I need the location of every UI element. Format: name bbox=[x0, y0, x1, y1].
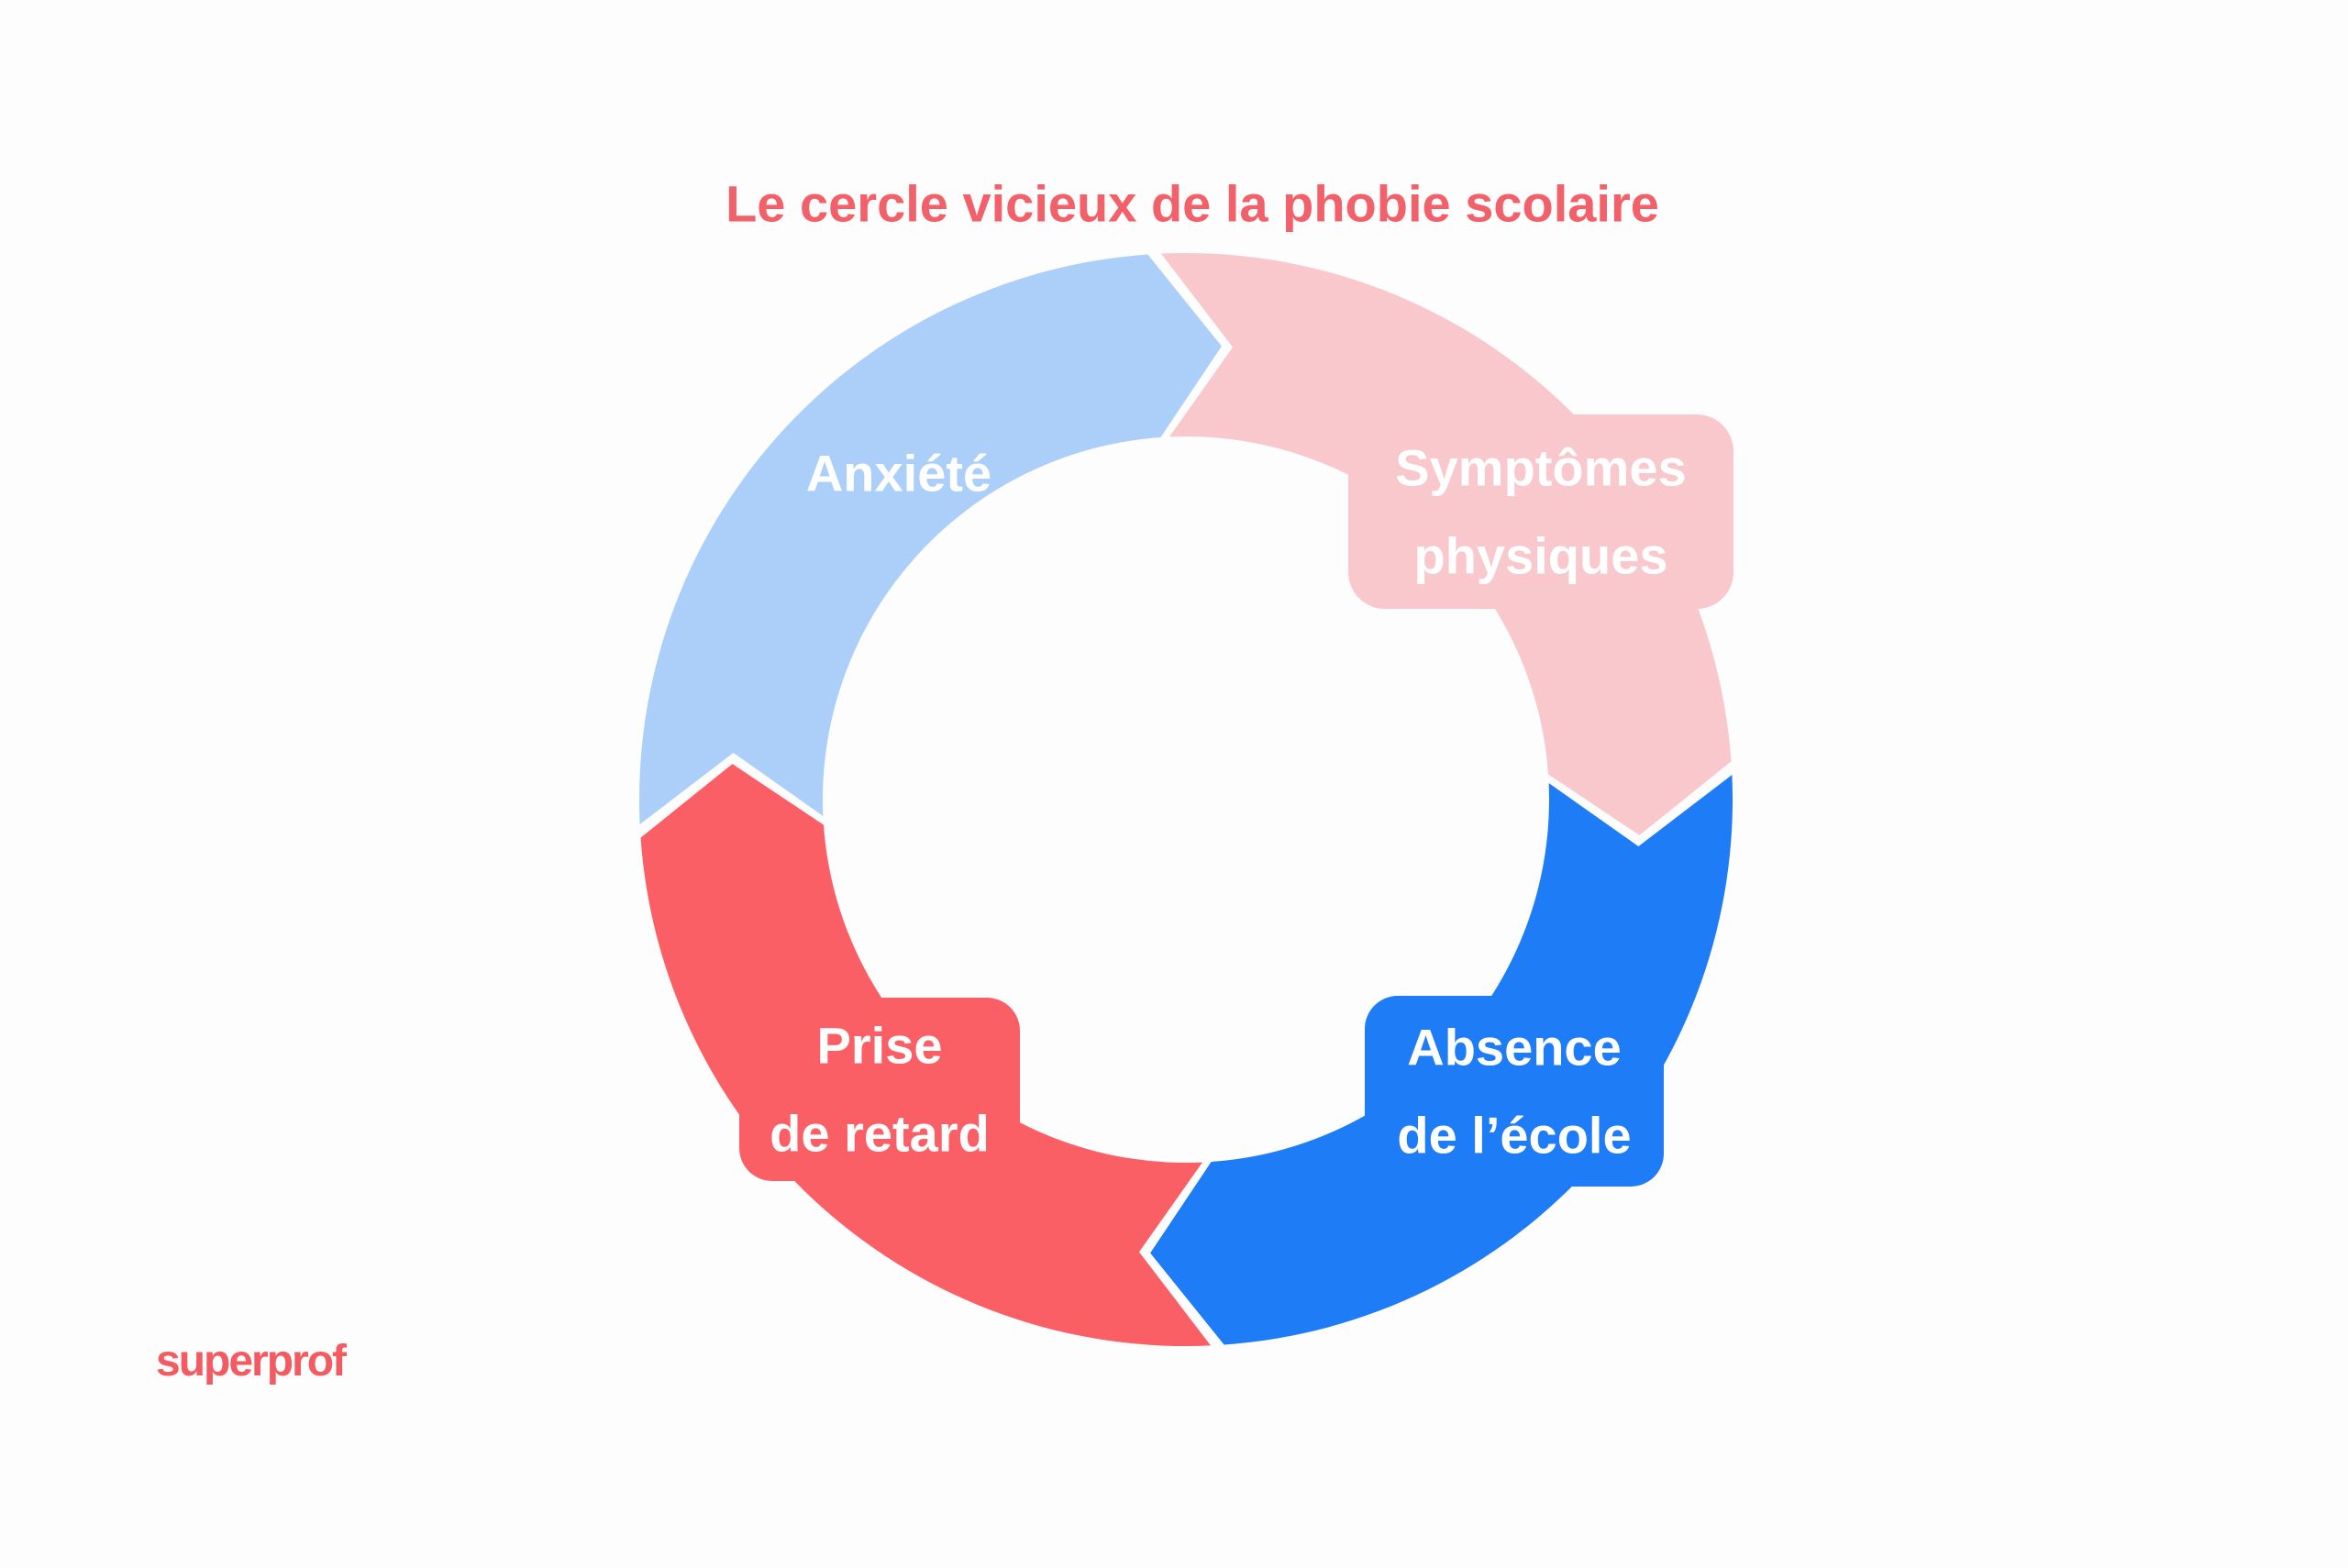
segment-anxiete-arc bbox=[638, 254, 1222, 824]
prise-de-retard-label-box bbox=[739, 998, 1020, 1181]
segment-labels: Anxiété Symptômes physiques Absence de l… bbox=[770, 439, 1687, 1165]
label-boxes bbox=[739, 414, 1733, 1187]
symptomes-label-box bbox=[1348, 414, 1733, 609]
brand-logo: superprof bbox=[156, 1337, 348, 1386]
label-prise-line2: de retard bbox=[770, 1105, 990, 1163]
label-absence-line2: de l’école bbox=[1397, 1107, 1631, 1165]
absence-label-box bbox=[1365, 996, 1664, 1187]
label-absence-line1: Absence bbox=[1407, 1019, 1621, 1077]
label-symptomes-line1: Symptômes bbox=[1395, 439, 1686, 497]
label-prise-line1: Prise bbox=[817, 1017, 943, 1075]
label-anxiete: Anxiété bbox=[806, 445, 991, 502]
label-symptomes-line2: physiques bbox=[1414, 527, 1668, 585]
diagram-title: Le cercle vicieux de la phobie scolaire bbox=[725, 175, 1659, 233]
